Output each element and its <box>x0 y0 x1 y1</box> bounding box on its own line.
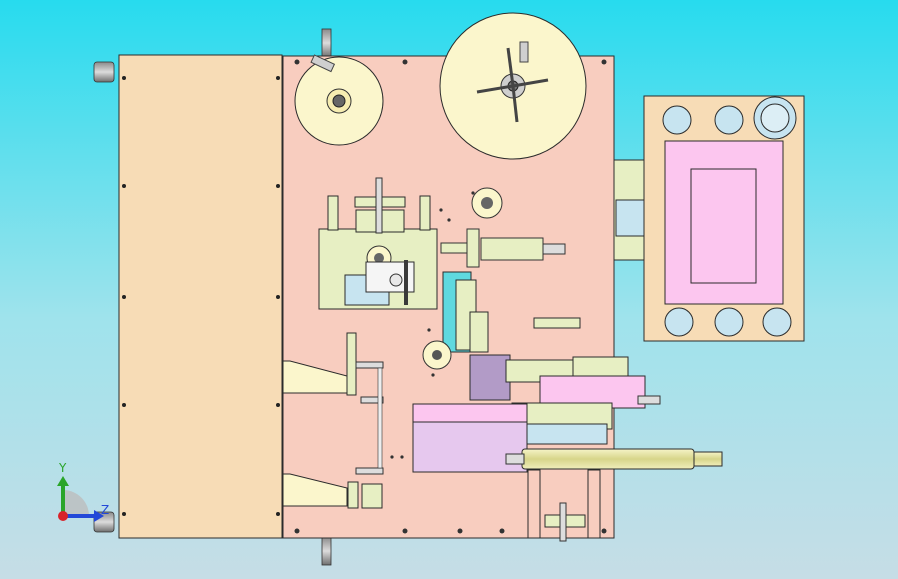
misc-fasteners <box>390 191 475 459</box>
pneumatic-cylinder <box>505 448 723 470</box>
lower-stand <box>527 469 601 542</box>
bottom-rod <box>321 536 332 566</box>
z-axis-label: Z <box>101 503 109 517</box>
axis-triad <box>57 476 104 522</box>
feeder-assembly <box>469 317 661 445</box>
left-guide-upper <box>282 332 384 404</box>
base-plate-bolts <box>294 59 607 534</box>
large-reel <box>439 12 587 160</box>
lower-block-strip <box>412 403 528 423</box>
y-axis-label: Y <box>58 461 67 475</box>
side-panel <box>118 54 283 539</box>
control-box <box>613 95 805 342</box>
side-panel-bolts <box>122 76 280 516</box>
top-rod <box>321 28 332 58</box>
small-reel <box>294 54 384 146</box>
left-guide-lower <box>282 367 384 509</box>
center-mechanism <box>422 271 489 370</box>
upper-bracket-assembly <box>318 177 438 310</box>
center-roller <box>471 187 503 219</box>
upper-cylinder <box>440 228 566 268</box>
left-knob-top <box>93 61 115 83</box>
